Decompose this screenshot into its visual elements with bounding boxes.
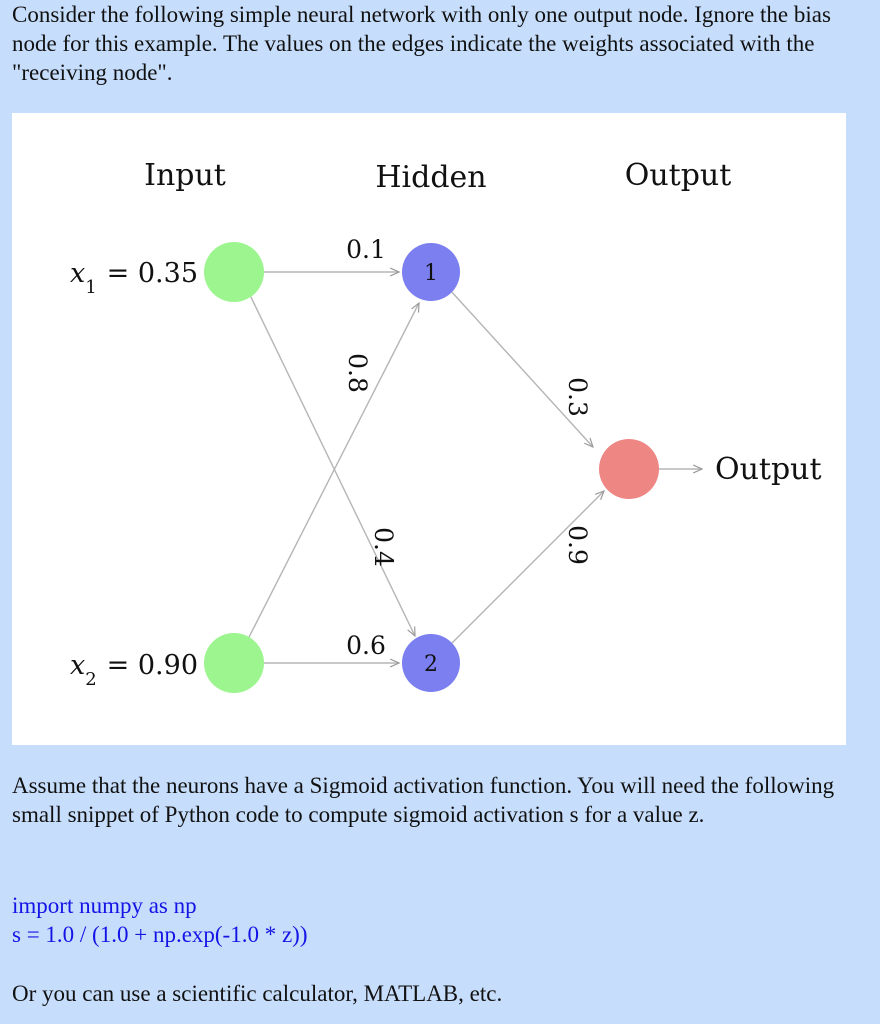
edge-h1-out — [449, 289, 593, 447]
hidden-node-2-label: 2 — [424, 652, 438, 677]
input-value-x1: = 0.35 — [107, 258, 198, 289]
input-sub-x1: 1 — [85, 277, 96, 298]
weight-label-x1-h2: 0.4 — [369, 527, 398, 567]
intro-paragraph: Consider the following simple neural net… — [12, 2, 831, 85]
input-sub-x2: 2 — [85, 669, 96, 690]
input-node-x2 — [204, 633, 264, 693]
network-svg: Input Hidden Output 0.1 0.6 0.8 0.4 0.3 … — [70, 158, 822, 693]
column-label-output: Output — [625, 158, 732, 193]
hidden-node-1-label: 1 — [424, 261, 438, 286]
weight-label-x2-h2: 0.6 — [346, 631, 386, 660]
sigmoid-paragraph: Assume that the neurons have a Sigmoid a… — [12, 773, 835, 827]
code-line: import numpy as np — [12, 893, 197, 918]
output-node — [599, 439, 659, 499]
input-label-x2: x2 = 0.90 — [70, 650, 198, 690]
edge-x1-h2 — [247, 290, 415, 636]
closing-paragraph: Or you can use a scientific calculator, … — [12, 981, 503, 1006]
weight-label-h1-out: 0.3 — [563, 377, 592, 417]
code-line: s = 1.0 / (1.0 + np.exp(-1.0 * z)) — [12, 922, 308, 947]
weight-label-h2-out: 0.9 — [563, 525, 592, 565]
hidden-node-1 — [402, 243, 460, 301]
neural-network-diagram: Input Hidden Output 0.1 0.6 0.8 0.4 0.3 … — [12, 113, 846, 745]
hidden-node-2 — [402, 634, 460, 692]
column-label-input: Input — [144, 158, 226, 193]
input-value-x2: = 0.90 — [107, 650, 198, 681]
column-label-hidden: Hidden — [375, 160, 486, 195]
output-arrow-label: Output — [715, 452, 822, 487]
input-node-x1 — [204, 242, 264, 302]
input-var-x2: x — [70, 650, 85, 681]
input-var-x1: x — [70, 258, 85, 289]
weight-label-x2-h1: 0.8 — [343, 353, 372, 393]
input-label-x1: x1 = 0.35 — [70, 258, 198, 298]
edge-h2-out — [449, 491, 604, 646]
python-code-block: import numpy as np s = 1.0 / (1.0 + np.e… — [12, 891, 308, 949]
edge-x2-h1 — [245, 303, 419, 644]
weight-label-x1-h1: 0.1 — [346, 235, 386, 264]
